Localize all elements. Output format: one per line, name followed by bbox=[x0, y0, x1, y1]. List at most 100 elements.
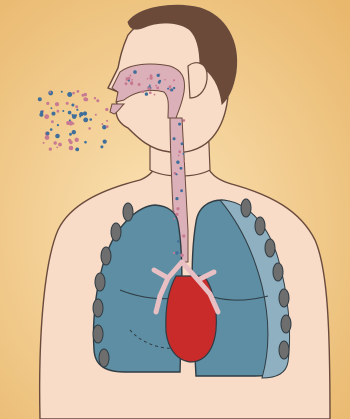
particle bbox=[125, 82, 128, 85]
particle bbox=[106, 120, 108, 122]
particle bbox=[79, 116, 81, 118]
particle bbox=[167, 88, 169, 90]
particle bbox=[83, 118, 88, 123]
particle bbox=[75, 105, 78, 108]
particle bbox=[38, 97, 42, 101]
particle bbox=[182, 119, 185, 122]
particle bbox=[156, 87, 159, 90]
particle bbox=[181, 142, 184, 145]
particle bbox=[51, 107, 53, 109]
rib bbox=[101, 247, 111, 265]
particle bbox=[176, 161, 179, 164]
particle bbox=[155, 85, 157, 87]
particle bbox=[183, 160, 185, 162]
particle bbox=[173, 79, 175, 81]
particle bbox=[106, 125, 109, 128]
particle bbox=[177, 240, 179, 242]
particle bbox=[48, 91, 53, 96]
particle bbox=[178, 155, 180, 157]
particle bbox=[50, 128, 53, 131]
particle bbox=[46, 102, 49, 105]
particle bbox=[175, 251, 178, 254]
particle bbox=[145, 92, 148, 95]
particle bbox=[173, 87, 175, 89]
particle bbox=[130, 81, 133, 84]
particle bbox=[148, 87, 151, 90]
particle bbox=[51, 120, 54, 123]
particle bbox=[89, 118, 92, 121]
particle bbox=[94, 97, 96, 99]
particle bbox=[72, 92, 75, 95]
particle bbox=[149, 84, 151, 86]
particle bbox=[81, 94, 84, 97]
particle bbox=[182, 234, 185, 237]
particle bbox=[158, 81, 161, 84]
particle bbox=[55, 102, 59, 106]
particle bbox=[49, 91, 51, 93]
particle bbox=[57, 124, 59, 126]
particle bbox=[147, 78, 149, 80]
particle bbox=[43, 142, 45, 144]
particle bbox=[102, 125, 106, 129]
particle bbox=[169, 85, 172, 88]
particle bbox=[62, 110, 64, 112]
particle bbox=[52, 112, 56, 116]
rib bbox=[241, 199, 251, 217]
particle bbox=[57, 110, 60, 113]
particle bbox=[126, 77, 128, 79]
particle bbox=[149, 76, 152, 79]
rib bbox=[123, 203, 133, 221]
particle bbox=[129, 75, 131, 77]
particle bbox=[67, 92, 72, 97]
particle bbox=[76, 109, 78, 111]
particle bbox=[69, 141, 73, 145]
particle bbox=[176, 207, 179, 210]
rib bbox=[265, 239, 275, 257]
particle bbox=[69, 121, 74, 126]
particle bbox=[180, 167, 183, 170]
particle bbox=[103, 140, 107, 144]
particle bbox=[173, 252, 175, 254]
particle bbox=[71, 104, 74, 107]
rib bbox=[95, 273, 105, 291]
particle bbox=[49, 148, 52, 151]
particle bbox=[138, 83, 141, 86]
rib bbox=[281, 315, 291, 333]
particle bbox=[95, 114, 97, 116]
particle bbox=[175, 213, 178, 216]
particle bbox=[55, 134, 60, 139]
rib bbox=[93, 299, 103, 317]
particle bbox=[44, 114, 49, 119]
particle bbox=[100, 145, 103, 148]
particle bbox=[84, 141, 87, 144]
particle bbox=[40, 111, 43, 114]
particle bbox=[88, 127, 91, 130]
particle bbox=[54, 141, 57, 144]
particle bbox=[72, 114, 77, 119]
particle bbox=[133, 70, 137, 74]
particle bbox=[101, 123, 103, 125]
particle bbox=[56, 147, 58, 149]
particle bbox=[66, 102, 69, 105]
particle bbox=[69, 146, 74, 151]
particle bbox=[105, 108, 108, 111]
particle bbox=[61, 91, 63, 93]
particle bbox=[173, 137, 176, 140]
rib bbox=[93, 325, 103, 343]
particle bbox=[154, 94, 156, 96]
particle bbox=[157, 74, 160, 77]
particle bbox=[131, 79, 133, 81]
particle bbox=[170, 89, 173, 92]
rib bbox=[111, 223, 121, 241]
particle bbox=[83, 97, 87, 101]
particle bbox=[128, 77, 131, 80]
particle bbox=[175, 173, 177, 175]
rib bbox=[273, 263, 283, 281]
particle bbox=[178, 150, 181, 153]
particle bbox=[180, 189, 183, 192]
particle bbox=[68, 111, 72, 115]
rib bbox=[279, 289, 289, 307]
rib bbox=[99, 349, 109, 367]
particle bbox=[69, 133, 72, 136]
particle bbox=[96, 99, 99, 102]
